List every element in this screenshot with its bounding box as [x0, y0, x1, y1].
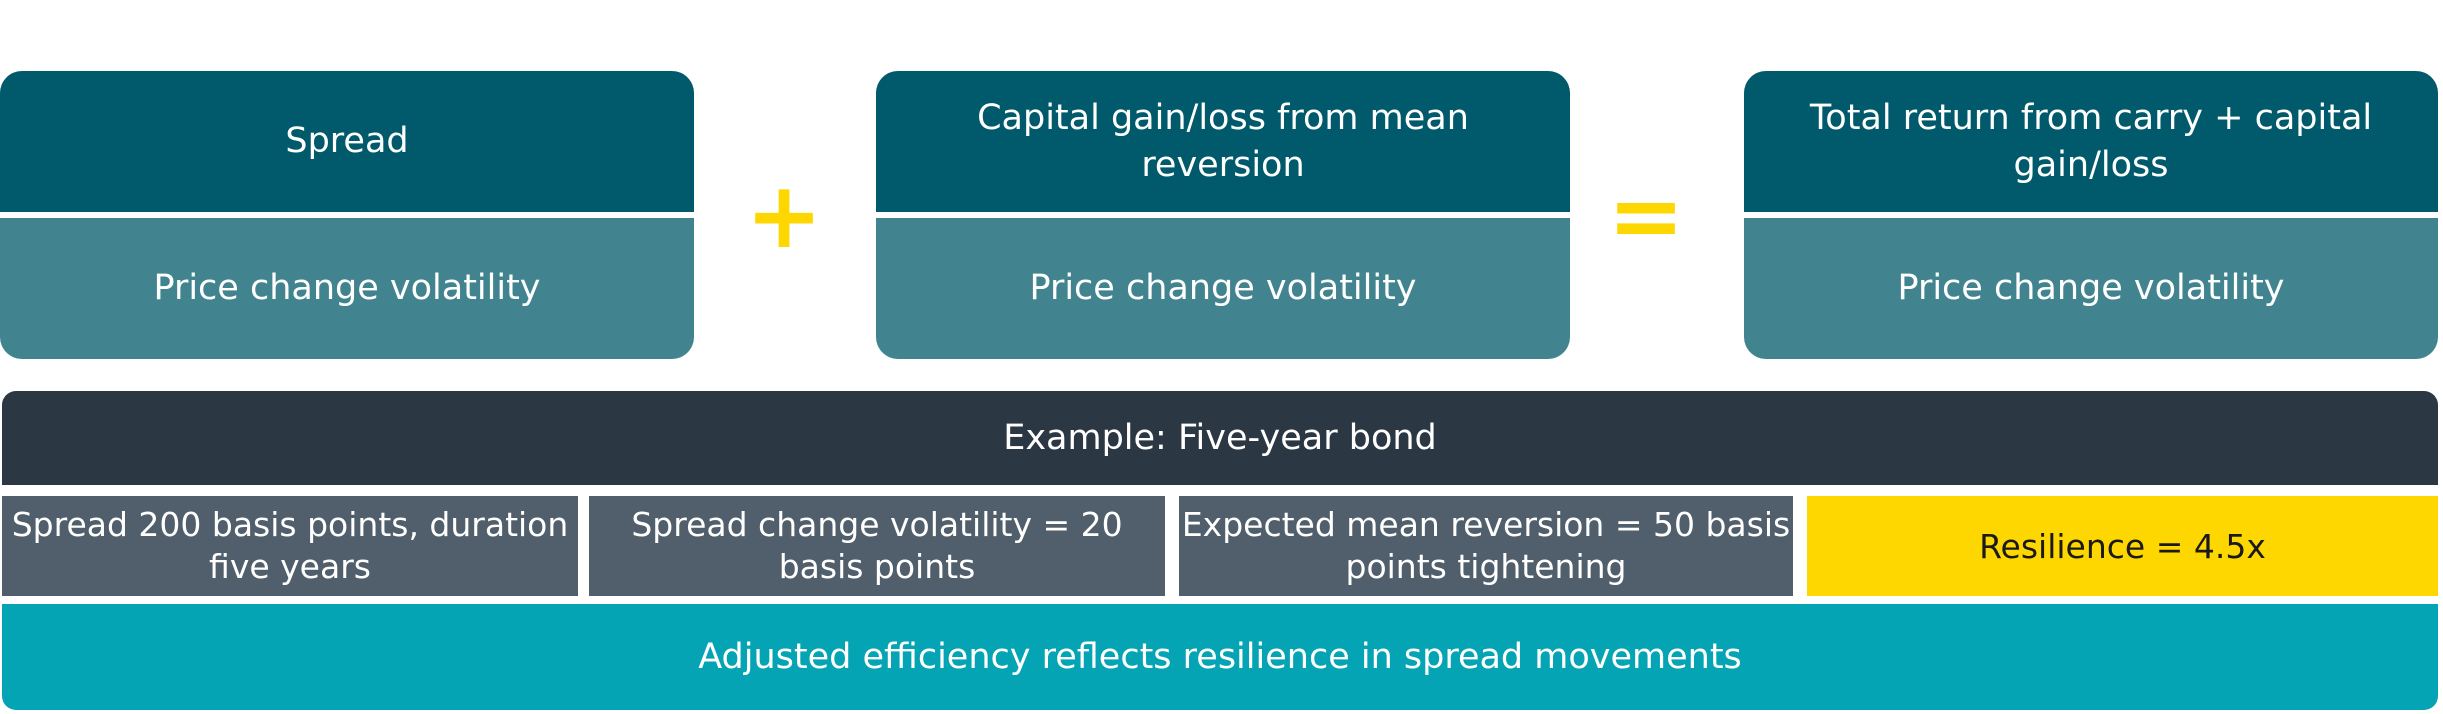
resilience-result: Resilience = 4.5x: [1807, 496, 2438, 596]
card-total-return-bottom: Price change volatility: [1744, 218, 2438, 359]
footer-text: Adjusted efficiency reflects resilience …: [698, 637, 1742, 677]
card-capital-gain-bottom: Price change volatility: [876, 218, 1570, 359]
example-title: Example: Five-year bond: [1003, 418, 1437, 458]
card-total-return-denominator: Price change volatility: [1897, 268, 2285, 308]
card-spread-bottom: Price change volatility: [0, 218, 694, 359]
card-capital-gain-label: Capital gain/loss from mean reversion: [977, 97, 1469, 185]
detail-spread-duration: Spread 200 basis points, duration five y…: [2, 496, 578, 596]
card-spread-top: Spread: [0, 71, 694, 212]
card-capital-gain-top: Capital gain/loss from mean reversion: [876, 71, 1570, 212]
card-spread-label: Spread: [285, 121, 409, 161]
footer-banner: Adjusted efficiency reflects resilience …: [2, 604, 2438, 710]
detail-mean-reversion: Expected mean reversion = 50 basis point…: [1179, 496, 1793, 596]
card-capital-gain-denominator: Price change volatility: [1029, 268, 1417, 308]
example-header: Example: Five-year bond: [2, 391, 2438, 485]
card-spread-denominator: Price change volatility: [153, 268, 541, 308]
equals-operator: =: [1607, 161, 1685, 269]
plus-operator: +: [745, 161, 823, 269]
card-total-return-top: Total return from carry + capital gain/l…: [1744, 71, 2438, 212]
card-total-return-label: Total return from carry + capital gain/l…: [1809, 97, 2373, 185]
detail-spread-volatility: Spread change volatility = 20 basis poin…: [589, 496, 1165, 596]
